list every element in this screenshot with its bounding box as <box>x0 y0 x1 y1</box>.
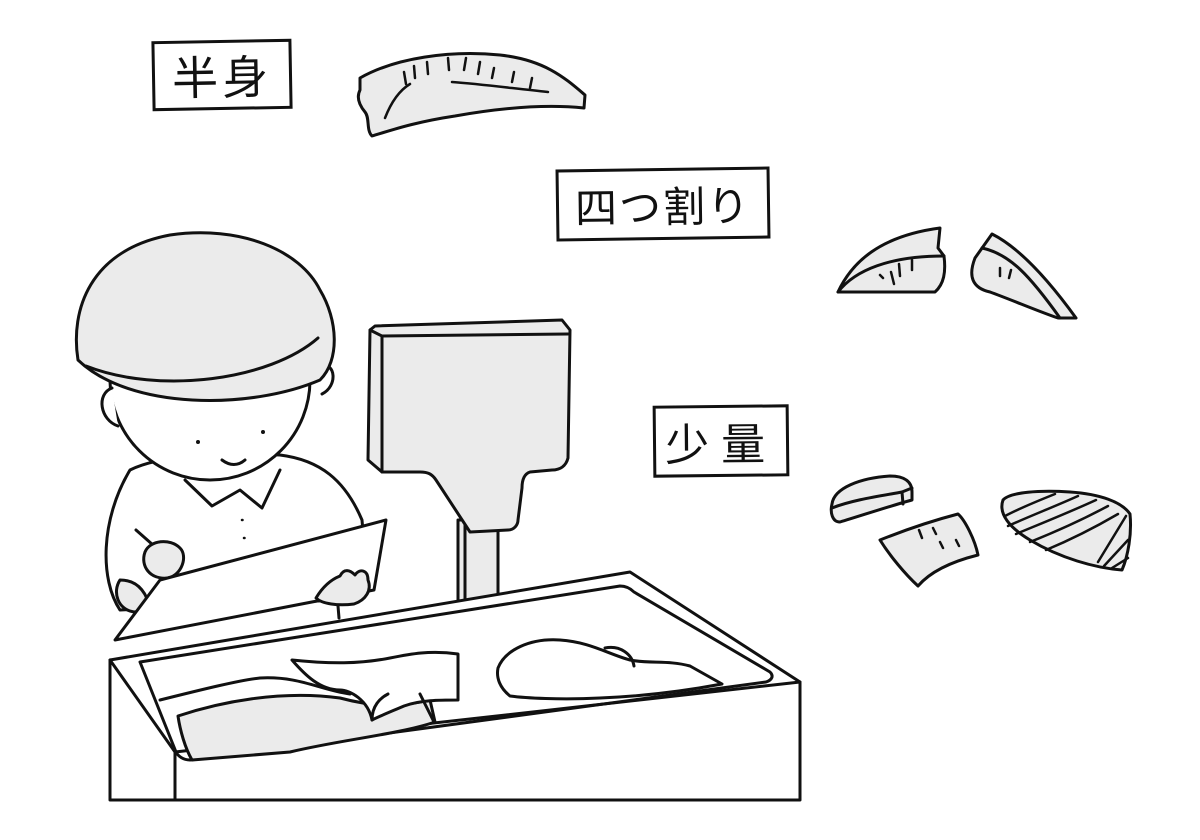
label-quarter-cut: 四つ割り <box>555 166 771 242</box>
label-quarter-cut-text: 四つ割り <box>574 181 752 233</box>
quarter-cut-piece-right-icon <box>970 232 1078 320</box>
label-small-amount-text: 少量 <box>664 419 778 472</box>
label-half-body: 半身 <box>151 38 293 112</box>
quarter-cut-piece-left-icon <box>836 226 947 294</box>
fish-steak-cross-section-icon <box>1000 489 1132 572</box>
small-portion-slice-icon <box>829 474 914 524</box>
small-portion-block-icon <box>878 512 980 588</box>
worker-figure <box>74 231 388 642</box>
fish-display-case <box>108 570 802 802</box>
label-small-amount: 少量 <box>652 404 790 478</box>
label-half-body-text: 半身 <box>171 50 273 106</box>
half-fish-fillet-icon <box>356 52 587 138</box>
